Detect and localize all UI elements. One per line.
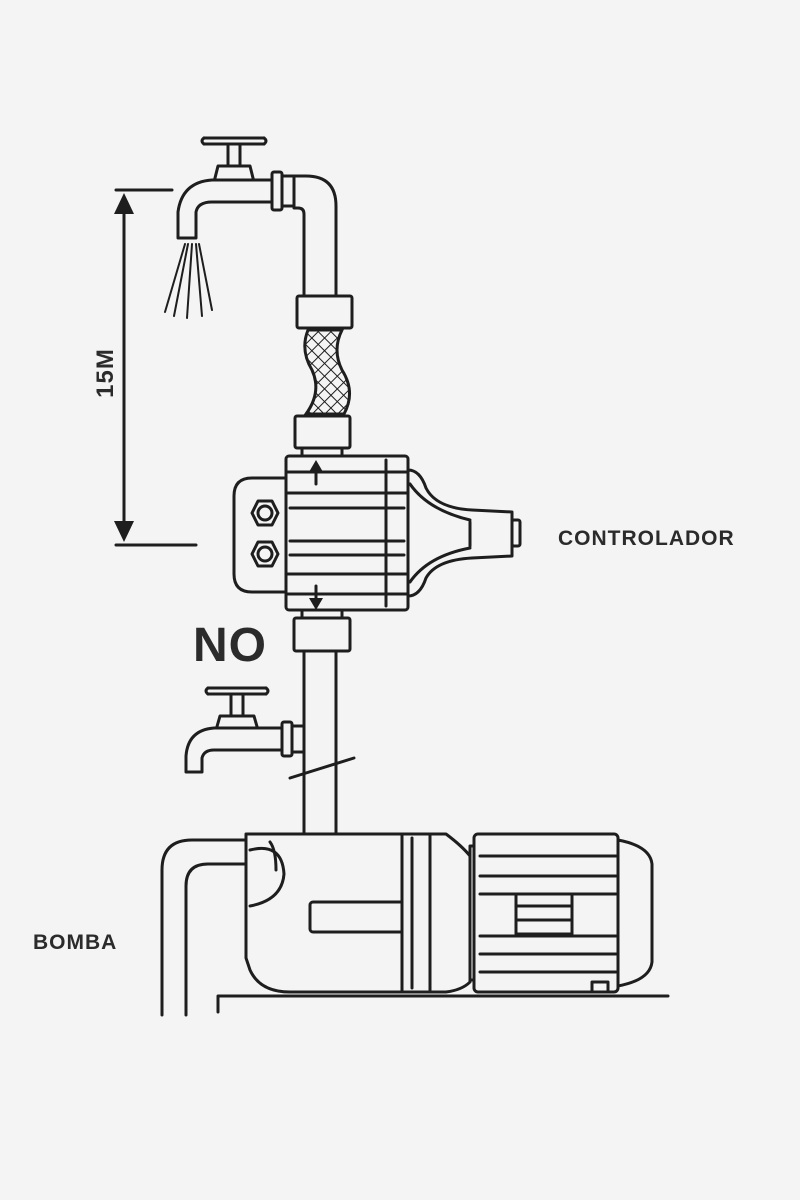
no-warning-label: NO	[193, 619, 267, 672]
upper-pipe	[292, 174, 338, 300]
side-faucet-icon	[184, 686, 306, 774]
arrow-up-icon	[309, 460, 323, 486]
lower-pipe	[288, 608, 356, 837]
braided-hose-icon	[293, 294, 354, 460]
height-label: 15M	[92, 348, 119, 398]
pressure-controller-icon	[232, 454, 522, 612]
water-pump-icon	[160, 832, 670, 1017]
top-faucet-icon	[164, 136, 296, 319]
pump-label: BOMBA	[33, 931, 118, 954]
controller-label: CONTROLADOR	[558, 527, 735, 550]
arrow-down-icon	[309, 584, 323, 610]
height-dimension	[114, 188, 198, 547]
